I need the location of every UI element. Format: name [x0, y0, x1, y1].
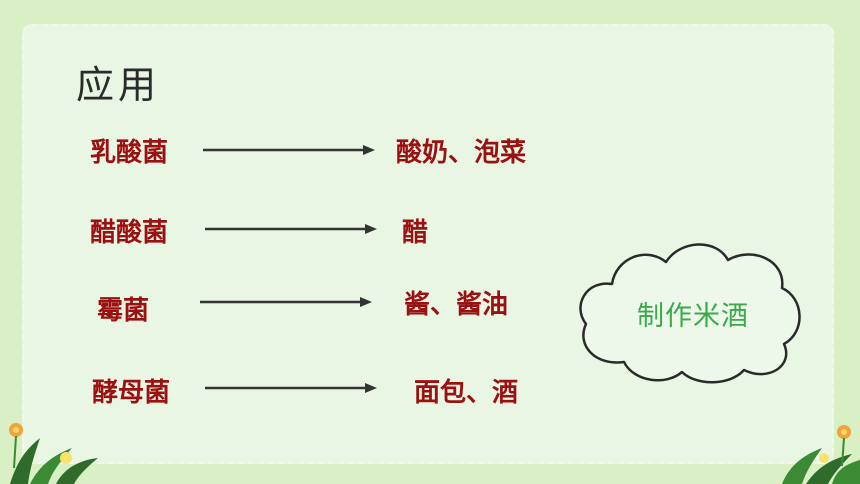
arrow-icon: [203, 145, 375, 155]
product-label-bread-wine: 面包、酒: [414, 378, 519, 408]
arrow-icon: [200, 297, 372, 307]
flower-decoration-icon: [782, 425, 860, 484]
arrow-icon: [205, 383, 377, 393]
microbe-label-yeast: 酵母菌: [92, 378, 171, 408]
product-label-vinegar: 醋: [402, 218, 429, 248]
slide-title: 应用: [76, 63, 161, 107]
product-label-yogurt: 酸奶、泡菜: [396, 138, 527, 168]
cloud-callout: [579, 243, 801, 384]
cloud-note: 制作米酒: [637, 301, 749, 332]
microbe-label-mold: 霉菌: [97, 296, 150, 326]
microbe-label-lactobacillus: 乳酸菌: [90, 138, 169, 168]
microbe-label-acetobacter: 醋酸菌: [90, 218, 169, 248]
arrow-icon: [205, 224, 377, 234]
product-label-soy-sauce: 酱、酱油: [404, 290, 509, 320]
flower-decoration-icon: [9, 423, 98, 484]
